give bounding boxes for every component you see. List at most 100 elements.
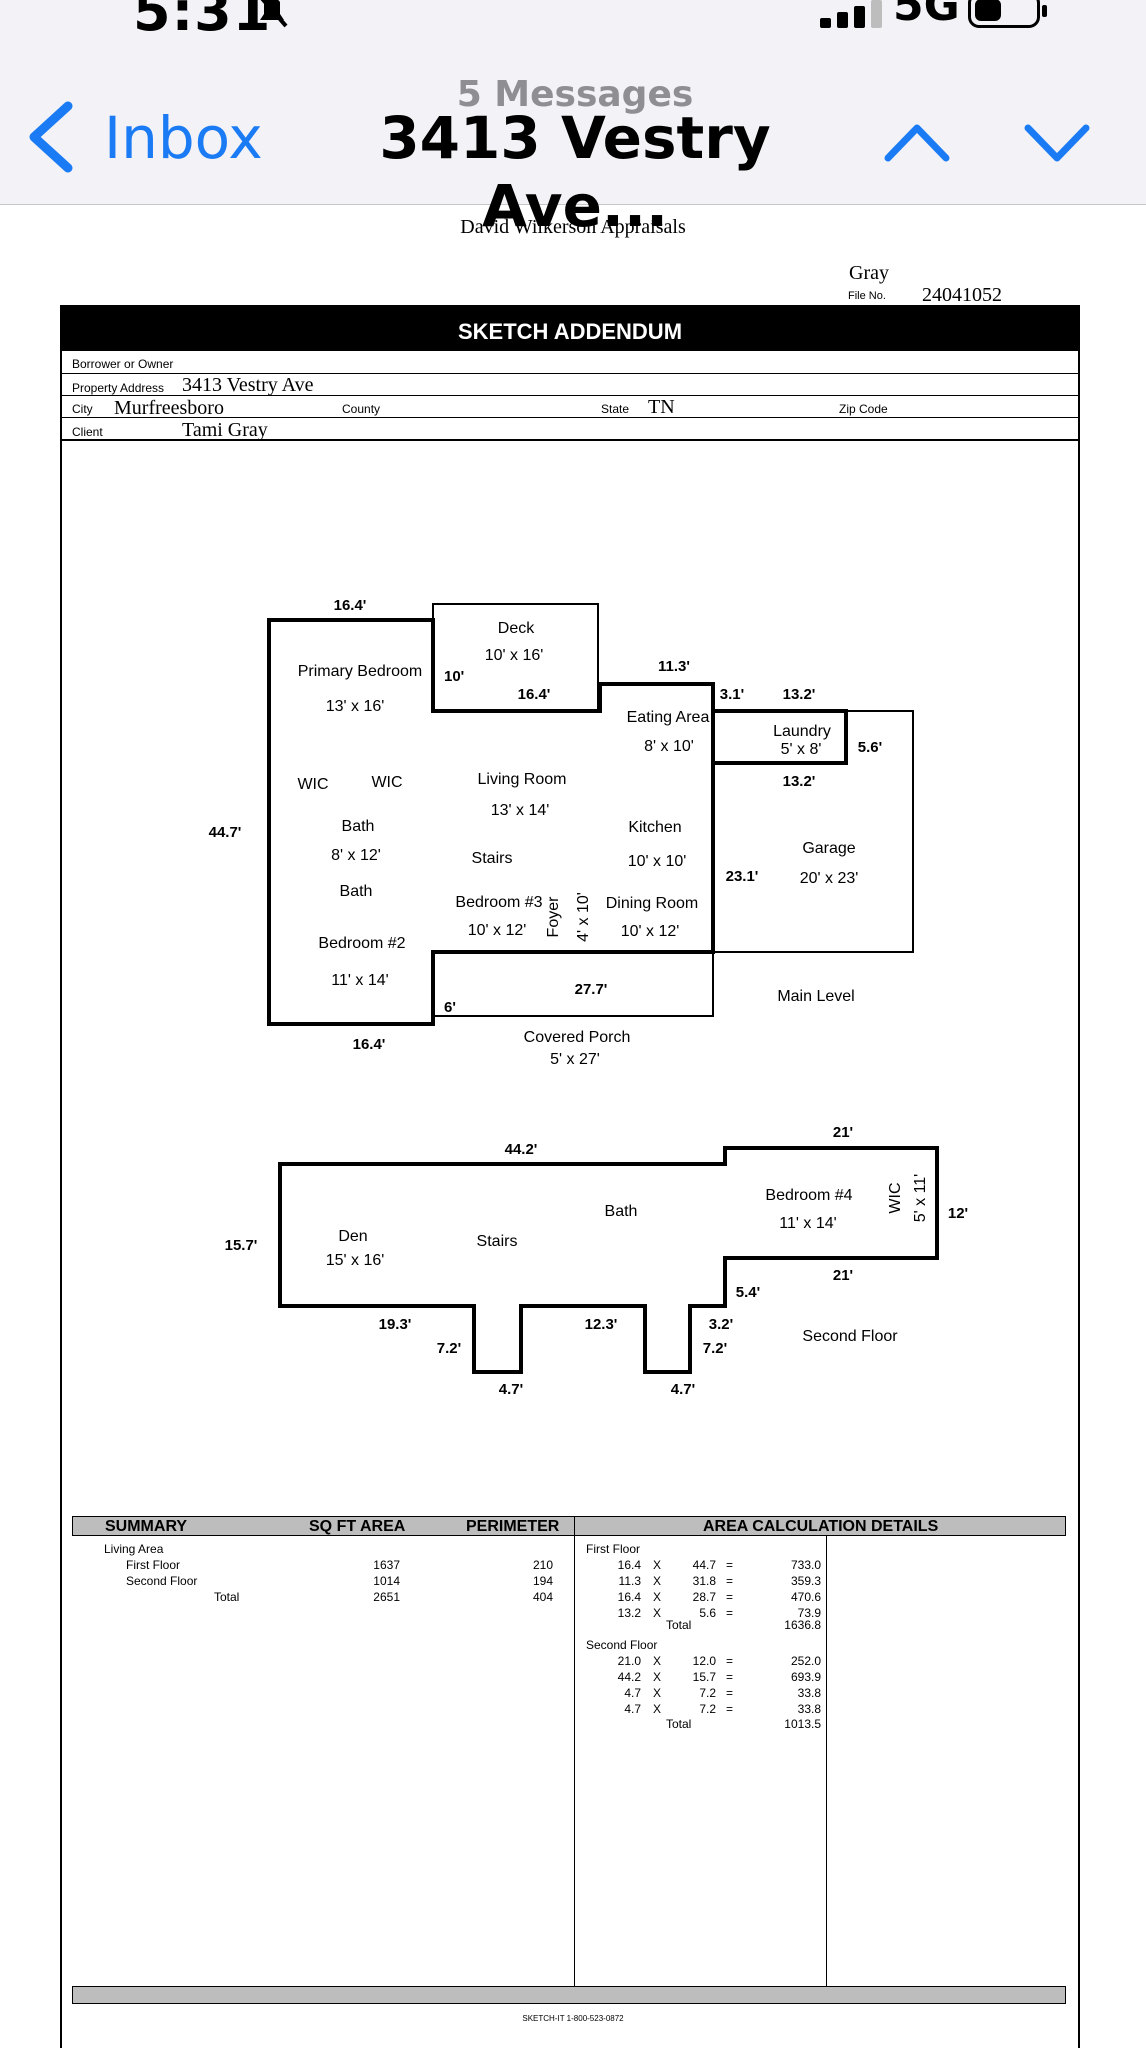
room-name: Bath [340,883,373,900]
calc-result: 359.3 [790,1574,821,1588]
room-size: 11' x 14' [331,972,388,989]
calc-result: 33.8 [797,1702,821,1716]
city-label: City [72,402,93,416]
summary-header-label: SUMMARY [105,1518,188,1535]
dim-label: 6' [444,999,456,1016]
garage-outline [712,710,914,953]
dim-label: 3.2' [709,1316,733,1333]
calc-total: 1636.8 [784,1618,821,1632]
calc-a: 13.2 [617,1606,641,1620]
calc-eq: = [726,1574,734,1588]
calc-result: 73.9 [797,1606,821,1620]
calc-op: X [653,1670,662,1684]
room-name: Stairs [472,850,513,867]
room-size: 13' x 16' [326,698,385,715]
calc-op: X [653,1558,662,1572]
dim-label: 5.4' [736,1284,760,1301]
table-divider [574,1516,575,1536]
dim-label: 10' [444,668,464,685]
main-level-rooms: Deck 10' x 16' Primary Bedroom 13' x 16'… [297,620,858,1068]
calc-b: 7.2 [699,1702,716,1716]
deck-outline [432,603,599,712]
room-size: 20' x 23' [800,870,859,887]
area-header-label: SQ FT AREA [309,1518,406,1535]
property-address-value: 3413 Vestry Ave [182,374,314,396]
calc-result: 693.9 [790,1670,821,1684]
room-size: 10' x 12' [621,923,680,940]
state-value: TN [648,396,675,418]
calc-eq: = [726,1686,734,1700]
silent-bell-icon [260,0,288,28]
calc-op: X [653,1590,662,1604]
calc-op: X [653,1654,662,1668]
dim-label: 16.4' [334,597,367,614]
dim-label: 3.1' [720,686,744,703]
room-name: Bath [342,818,375,835]
inbox-back-button[interactable]: Inbox [104,104,263,172]
level-label: Main Level [777,988,854,1005]
dim-label: 13.2' [783,686,816,703]
calc-eq: = [726,1670,734,1684]
room-size: 5' x 11' [912,1174,929,1223]
calc-b: 12.0 [692,1654,716,1668]
calc-b: 31.8 [692,1574,716,1588]
calc-b: 5.6 [699,1606,716,1620]
dim-label: 5.6' [858,739,882,756]
state-label: State [601,402,630,416]
back-chevron-icon[interactable] [24,100,76,174]
dim-label: 11.3' [658,658,690,675]
room-name: Eating Area [627,709,710,726]
client-value: Tami Gray [182,419,268,441]
room-name: Deck [498,620,535,637]
borrower-label: Borrower or Owner [72,357,174,371]
first-floor-label: First Floor [126,1558,180,1572]
room-size: 10' x 16' [485,647,544,664]
calc-a: 11.3 [618,1574,641,1588]
calc-a: 16.4 [617,1558,641,1572]
city-value: Murfreesboro [114,397,224,419]
calc-op: X [653,1702,662,1716]
address-row: Property Address 3413 Vestry Ave [62,374,1078,396]
file-no: 24041052 [922,284,1002,306]
room-name: Bedroom #4 [765,1187,852,1204]
calc-eq: = [726,1590,734,1604]
dim-label: 12.3' [585,1316,618,1333]
calc-op: X [653,1686,662,1700]
calc-b: 15.7 [692,1670,716,1684]
room-name: Living Room [478,771,567,788]
cellular-signal-icon [820,0,882,28]
battery-icon [968,0,1047,28]
previous-message-icon[interactable] [884,120,950,164]
calc-op: X [653,1574,662,1588]
room-size: 10' x 12' [468,922,527,939]
details-header-label: AREA CALCULATION DETAILS [703,1518,939,1535]
calc-a: 21.0 [617,1654,641,1668]
sketch-software-credit: SKETCH-IT 1-800-523-0872 [522,2014,624,2023]
room-name: Den [338,1228,367,1245]
dim-label: 21' [833,1124,853,1141]
next-message-icon[interactable] [1024,120,1090,164]
room-name: Kitchen [628,819,681,836]
dim-label: 44.7' [209,824,242,841]
room-size: 11' x 14' [779,1215,836,1232]
dim-label: 4.7' [671,1381,695,1398]
room-name: Bedroom #3 [455,894,542,911]
addendum-title: SKETCH ADDENDUM [60,305,1080,351]
city-row: City Murfreesboro County State TN Zip Co… [62,396,1078,419]
room-name: Bath [605,1203,638,1220]
calc-eq: = [726,1558,734,1572]
calc-a: 4.7 [624,1686,641,1700]
dim-label: 44.2' [505,1141,538,1158]
floor-plan-sketch: 16.4' 10' 16.4' 11.3' 3.1' 13.2' 5.6' 13… [209,597,969,1398]
summary-footer-bar [72,1986,1066,2004]
room-name: Dining Room [606,895,698,912]
calc-total-label: Total [666,1618,692,1632]
zip-label: Zip Code [839,402,888,416]
room-size: 5' x 8' [781,741,822,758]
calc-result: 252.0 [790,1654,821,1668]
calc-result: 33.8 [797,1686,821,1700]
message-count: 5 Messages [456,74,694,115]
calc-total-label: Total [666,1717,692,1731]
dim-label: 12' [948,1205,968,1222]
room-name: WIC [887,1182,904,1213]
